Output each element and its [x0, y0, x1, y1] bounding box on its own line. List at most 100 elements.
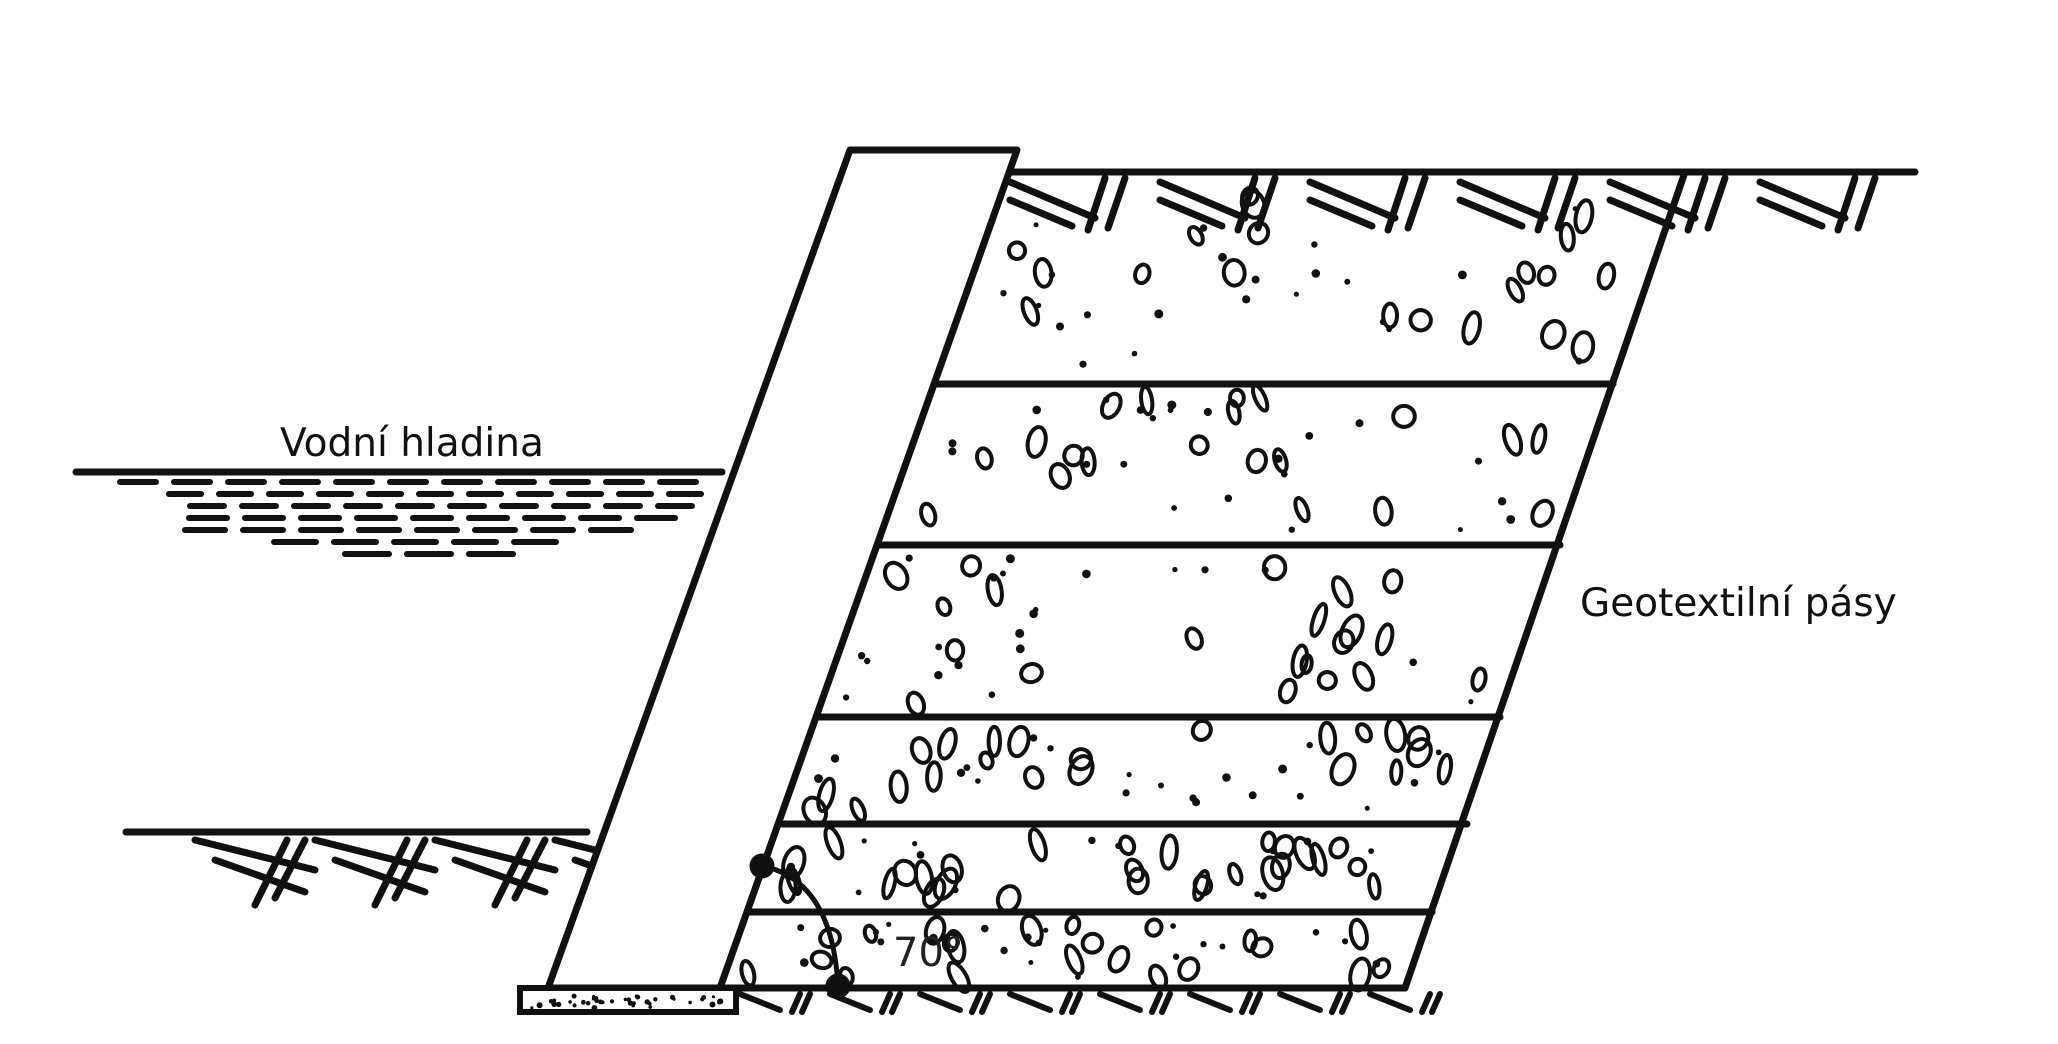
gravel-pebble [862, 923, 879, 944]
gravel-pebble [905, 690, 927, 717]
gravel-dot [1293, 291, 1299, 297]
gravel-pebble [1367, 872, 1382, 901]
gravel-pebble [1118, 834, 1137, 857]
gravel-pebble [923, 915, 947, 946]
hatch-line [1684, 174, 1709, 234]
gravel-pebble [1159, 833, 1179, 871]
gravel-dot [1047, 745, 1054, 752]
gravel-dot [1281, 470, 1288, 478]
hatch-line [917, 991, 963, 1013]
gravel-pebble [1309, 601, 1329, 638]
gravel-pebble [1347, 856, 1368, 878]
hatch-line [1419, 991, 1433, 1015]
gravel-pebble [1348, 917, 1369, 951]
gravel-pebble [1006, 240, 1028, 261]
hatch-line [271, 836, 309, 902]
hatch-line [1239, 991, 1253, 1015]
gravel-pebble [1436, 752, 1454, 786]
gravel-dot [1158, 782, 1164, 789]
gravel-dot [929, 933, 938, 943]
gravel-pebble [1391, 403, 1417, 429]
gravel-pebble [1107, 945, 1131, 974]
gravel-dot [1120, 460, 1128, 468]
gravel-pebble [1190, 718, 1213, 742]
gravel-pebble [986, 724, 1002, 758]
hatch-line [1534, 174, 1559, 234]
gravel-fill-texture [739, 185, 1617, 994]
hatch-line [1187, 991, 1233, 1013]
hatch-line [1149, 991, 1163, 1015]
gravel-dot [1242, 295, 1251, 304]
gravel-dot [1458, 270, 1467, 280]
gravel-pebble [1007, 724, 1031, 759]
gravel-dot [952, 886, 959, 894]
hatch-line [211, 856, 309, 896]
gravel-dot [1154, 309, 1164, 319]
gravel-dot [975, 778, 981, 784]
gravel-pebble [1328, 836, 1350, 860]
gravel-dot [1218, 252, 1227, 262]
hatch-line [879, 991, 893, 1015]
hatch-line [1156, 178, 1249, 222]
sand-dot [709, 1001, 716, 1008]
sand-dot [711, 995, 716, 999]
gravel-dot [1033, 222, 1039, 228]
gravel-pebble [1299, 653, 1314, 675]
gravel-pebble [1277, 677, 1298, 705]
hatch-line [491, 836, 531, 909]
sand-dot [536, 1002, 543, 1009]
sand-dot [581, 999, 586, 1005]
gravel-pebble [1239, 188, 1267, 220]
gravel-dot [1364, 805, 1370, 811]
gravel-pebble [1516, 260, 1537, 285]
gravel-dot [1043, 927, 1049, 933]
gravel-dot [1254, 891, 1261, 898]
hatch-line [1854, 174, 1879, 232]
gravel-pebble [1126, 866, 1150, 896]
gravel-dot [1083, 460, 1091, 468]
gravel-dot [1288, 526, 1296, 533]
gravel-pebble [881, 866, 898, 901]
hatch-line [1006, 178, 1099, 222]
sand-dot [644, 999, 650, 1005]
hatch-line [1554, 174, 1579, 232]
gravel-dot [800, 958, 809, 967]
gravel-pebble [975, 446, 994, 471]
gravel-pebble [1027, 827, 1048, 863]
wall-footing [517, 985, 739, 1015]
gravel-pebble [945, 928, 967, 965]
gravel-pebble [1316, 670, 1338, 691]
gravel-pebble [1375, 622, 1395, 657]
gravel-pebble [1020, 296, 1041, 327]
gravel-dot [1000, 946, 1008, 955]
hatch-line [1277, 991, 1323, 1013]
hatch-line [1429, 991, 1443, 1015]
gravel-pebble [940, 853, 964, 885]
hatch-line [1339, 991, 1353, 1015]
gravel-dot [877, 938, 885, 946]
gravel-dot [1005, 554, 1015, 564]
gravel-pebble [1352, 661, 1376, 692]
gravel-pebble [1596, 261, 1617, 291]
gravel-dot [1126, 772, 1132, 778]
gravel-pebble [1025, 425, 1048, 459]
base-ground-hatching [737, 991, 1443, 1015]
gravel-pebble [1064, 943, 1085, 977]
gravel-pebble [888, 769, 909, 804]
gravel-pebble [823, 825, 845, 861]
hatch-line [1306, 178, 1399, 222]
hatch-line [1756, 178, 1849, 222]
gravel-pebble [925, 760, 943, 793]
gravel-pebble [1505, 276, 1526, 304]
gravel-dot [1028, 960, 1034, 965]
gravel-pebble [919, 501, 938, 528]
hatch-line [1007, 991, 1053, 1013]
hatch-line [1367, 991, 1413, 1013]
gravel-dot [1274, 454, 1283, 463]
gravel-pebble [1536, 264, 1557, 287]
hatch-line [451, 856, 549, 896]
gravel-pebble [1355, 722, 1373, 744]
gravel-dot [1201, 566, 1209, 574]
hatch-line [1059, 991, 1073, 1015]
gravel-dot [948, 447, 957, 456]
